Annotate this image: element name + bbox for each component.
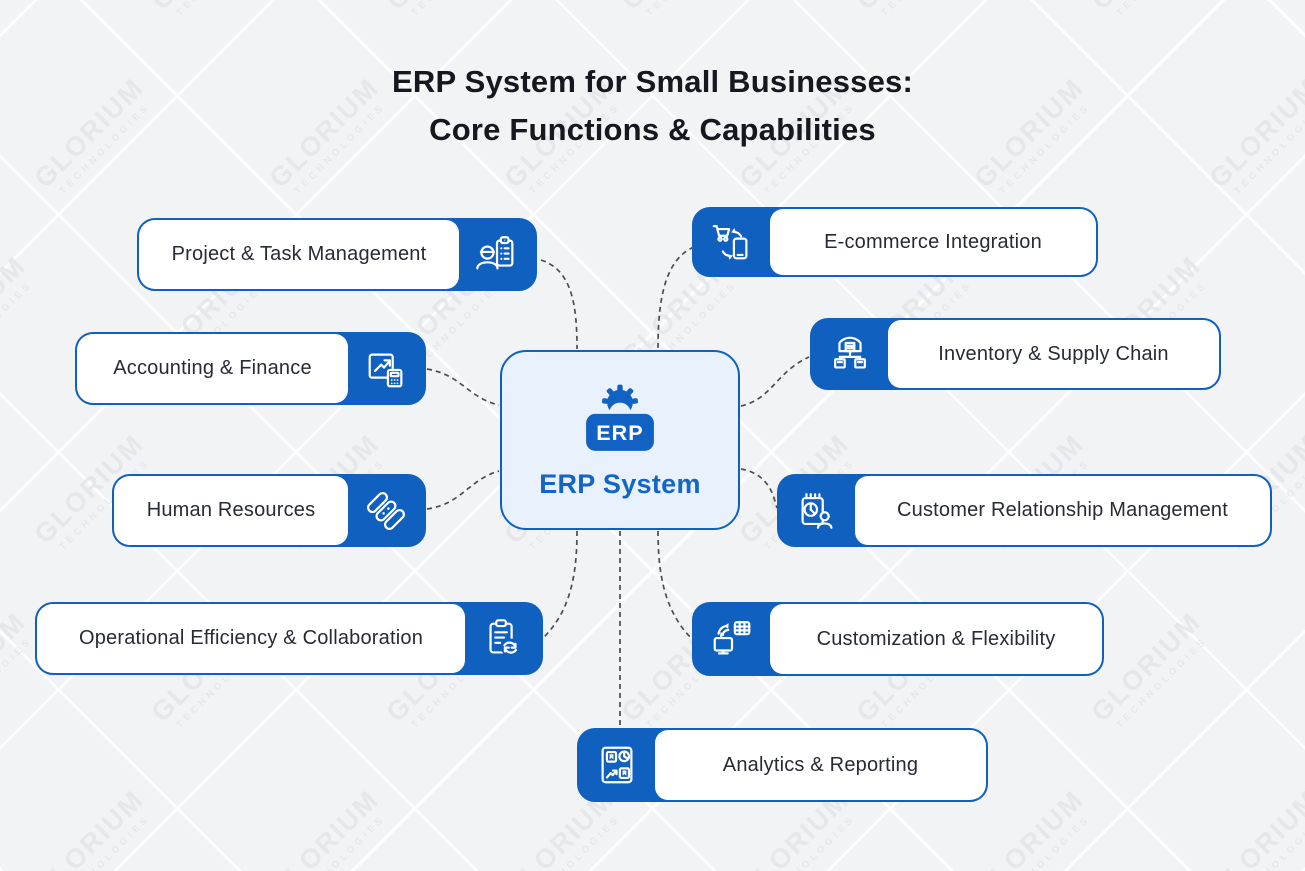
node-project-task-management: Project & Task Management bbox=[137, 218, 537, 291]
node-label-panel: Analytics & Reporting bbox=[655, 730, 986, 800]
connector-customization bbox=[657, 530, 692, 639]
page-title: ERP System for Small Businesses: Core Fu… bbox=[0, 58, 1305, 154]
connector-crm bbox=[740, 468, 778, 509]
node-label: Accounting & Finance bbox=[113, 357, 312, 379]
node-label: Operational Efficiency & Collaboration bbox=[78, 627, 424, 649]
connector-accounting bbox=[426, 368, 500, 406]
node-label: E-commerce Integration bbox=[824, 230, 1042, 253]
node-analytics-reporting: Analytics & Reporting bbox=[577, 728, 988, 802]
central-node-erp-system: ERP ERP System bbox=[500, 350, 740, 530]
dashboard-charts-icon bbox=[601, 746, 633, 784]
node-label: Human Resources bbox=[146, 499, 316, 521]
node-label: Inventory & Supply Chain bbox=[938, 342, 1169, 365]
node-label-panel: Human Resources bbox=[114, 476, 348, 545]
node-label-panel: E-commerce Integration bbox=[770, 209, 1096, 275]
cart-phone-sync-icon bbox=[712, 225, 748, 260]
erp-bag-gear-icon: ERP bbox=[584, 384, 656, 453]
node-icon-box bbox=[348, 334, 424, 403]
connector-project bbox=[540, 259, 578, 350]
clipboard-sync-icon bbox=[489, 618, 520, 657]
title-line-1: ERP System for Small Businesses: bbox=[392, 64, 913, 99]
node-icon-box bbox=[348, 476, 424, 545]
node-human-resources: Human Resources bbox=[112, 474, 426, 547]
title-line-2: Core Functions & Capabilities bbox=[429, 112, 876, 147]
node-icon-box bbox=[812, 320, 888, 388]
node-icon-box bbox=[694, 209, 770, 275]
node-ecommerce-integration: E-commerce Integration bbox=[692, 207, 1098, 277]
node-customer-relationship-management: Customer Relationship Management bbox=[777, 474, 1272, 547]
node-label-panel: Operational Efficiency & Collaboration bbox=[37, 604, 465, 673]
node-label: Project & Task Management bbox=[171, 243, 427, 265]
erp-badge-text: ERP bbox=[596, 420, 643, 445]
node-label: Analytics & Reporting bbox=[722, 753, 919, 776]
node-icon-box bbox=[465, 604, 541, 673]
node-label-panel: Inventory & Supply Chain bbox=[888, 320, 1219, 388]
node-inventory-supply-chain: Inventory & Supply Chain bbox=[810, 318, 1221, 390]
node-label-panel: Customer Relationship Management bbox=[855, 476, 1270, 545]
node-label: Customization & Flexibility bbox=[816, 627, 1056, 650]
hr-badge-icon bbox=[367, 491, 405, 530]
node-label-panel: Accounting & Finance bbox=[77, 334, 348, 403]
connector-inventory bbox=[740, 356, 810, 407]
node-accounting-finance: Accounting & Finance bbox=[75, 332, 426, 405]
node-icon-box bbox=[459, 220, 535, 289]
warehouse-distribution-icon bbox=[834, 336, 866, 369]
calendar-pie-person-icon bbox=[801, 492, 833, 529]
node-label: Customer Relationship Management bbox=[896, 499, 1228, 521]
node-icon-box bbox=[779, 476, 855, 545]
monitor-grid-sync-icon bbox=[713, 621, 751, 655]
connector-ecommerce bbox=[657, 246, 695, 350]
engineer-clipboard-icon bbox=[476, 235, 514, 270]
connector-operational bbox=[543, 530, 578, 638]
node-icon-box bbox=[694, 604, 770, 674]
node-icon-box bbox=[579, 730, 655, 800]
central-node-label: ERP System bbox=[539, 468, 701, 499]
node-customization-flexibility: Customization & Flexibility bbox=[692, 602, 1104, 676]
connector-hr bbox=[426, 470, 500, 510]
node-label-panel: Project & Task Management bbox=[139, 220, 459, 289]
chart-calculator-icon bbox=[368, 353, 403, 387]
node-label-panel: Customization & Flexibility bbox=[770, 604, 1102, 674]
node-operational-efficiency-collaboration: Operational Efficiency & Collaboration bbox=[35, 602, 543, 675]
